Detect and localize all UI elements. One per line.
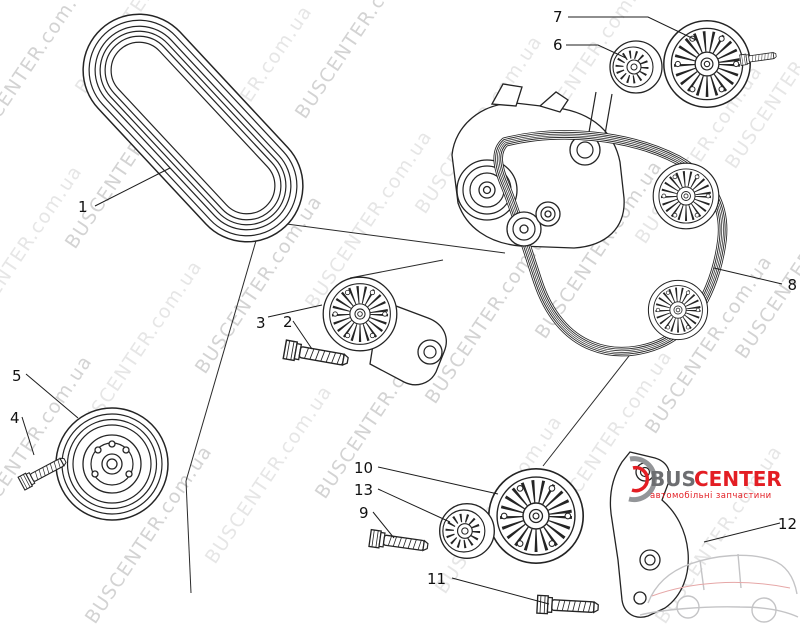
idler-pulley-upper [653, 163, 719, 229]
watermark-text: BUSCENTER.com.ua [0, 161, 87, 348]
brand-logo-mark [628, 456, 657, 503]
part-pulley-13 [440, 504, 495, 559]
part-labels: 1 2 3 4 5 6 7 8 9 10 11 12 13 [10, 8, 797, 588]
tensioner-pulley [323, 277, 397, 351]
watermark-text: BUSCENTER.com.ua [421, 221, 557, 408]
part-label-3: 3 [256, 314, 266, 332]
part-pulley-7 [664, 21, 750, 107]
routing-lines [185, 220, 637, 594]
brand-logo: BUS CENTER автомобільні запчастини [628, 456, 782, 503]
part-pulley-6 [610, 41, 662, 93]
brand-text-primary: BUS [650, 467, 696, 491]
part-bolt-9 [368, 528, 430, 556]
part-pulley-10 [489, 469, 583, 563]
part-label-9: 9 [359, 504, 369, 522]
part-label-8: 8 [787, 276, 797, 294]
part-bolt-11 [536, 594, 600, 618]
part-label-2: 2 [283, 313, 293, 331]
watermark-text: BUSCENTER.com.ua [201, 381, 337, 568]
part-label-10: 10 [354, 459, 373, 477]
part-label-4: 4 [10, 409, 20, 427]
part-label-7: 7 [553, 8, 563, 26]
brand-text-secondary: CENTER [694, 467, 782, 491]
part-belt-1 [82, 13, 304, 243]
part-label-6: 6 [553, 36, 563, 54]
part-label-5: 5 [12, 367, 22, 385]
part-crank-pulley-5 [55, 407, 169, 521]
alternator-lower-pulleys [506, 201, 561, 247]
leader-lines [21, 16, 783, 605]
part-label-13: 13 [354, 481, 373, 499]
idler-pulley-lower [648, 280, 707, 339]
part-label-11: 11 [427, 570, 446, 588]
vehicle-sketch [639, 553, 799, 623]
part-label-1: 1 [78, 198, 88, 216]
brand-logo-mark-accent [631, 465, 650, 493]
part-label-12: 12 [778, 515, 797, 533]
brand-tagline: автомобільні запчастини [650, 491, 772, 501]
